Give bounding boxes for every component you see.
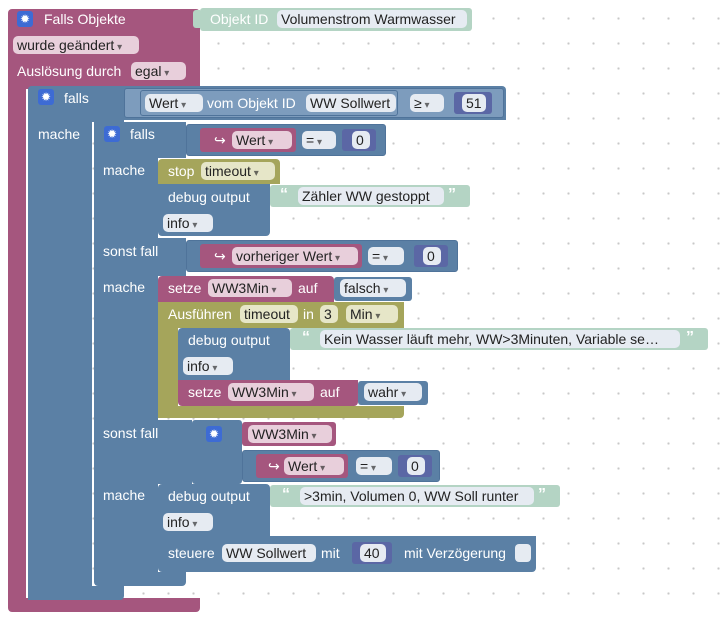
setze-label-1: setze xyxy=(168,280,202,296)
inner-row-sonst1 xyxy=(158,238,186,276)
delay-unit-dropdown[interactable]: Min xyxy=(346,305,398,323)
cond3b-number-field[interactable]: 0 xyxy=(407,457,425,475)
outer-operator-dropdown[interactable]: ≥ xyxy=(410,94,444,112)
set2-var-dropdown[interactable]: WW3Min xyxy=(228,383,314,401)
timeout-block-spine xyxy=(158,302,178,418)
cond1-arrow-icon: ↪ xyxy=(214,132,226,148)
cond2-number-field[interactable]: 0 xyxy=(423,247,441,265)
event-block-spine xyxy=(8,80,26,606)
cond2-op-dropdown[interactable]: = xyxy=(368,247,404,265)
object-id-label: Objekt ID xyxy=(210,11,269,27)
mit-verzogerung-label: mit Verzögerung xyxy=(404,545,506,561)
quote-close-icon: ” xyxy=(686,329,694,346)
inner-falls-label: falls xyxy=(130,126,155,142)
stop-label: stop xyxy=(168,163,195,179)
ausfuhren-label: Ausführen xyxy=(168,306,232,322)
gear-icon[interactable]: ✹ xyxy=(17,11,33,27)
debug2-label: debug output xyxy=(188,332,270,348)
cond2-var-dropdown[interactable]: vorheriger Wert xyxy=(232,247,358,265)
debug1-text[interactable]: Zähler WW gestoppt xyxy=(298,187,444,205)
outer-value-dropdown[interactable]: Wert xyxy=(145,94,203,112)
quote-close-icon: ” xyxy=(538,486,546,503)
cond3b-op-dropdown[interactable]: = xyxy=(356,457,392,475)
object-id-value[interactable]: Volumenstrom Warmwasser xyxy=(277,10,467,28)
cond3-var-dropdown[interactable]: WW3Min xyxy=(248,425,332,443)
setze-label-2: setze xyxy=(188,384,222,400)
quote-open-icon: “ xyxy=(282,486,290,503)
inner-row-sonst2 xyxy=(158,420,192,484)
mit-label: mit xyxy=(321,545,340,561)
cond2-arrow-icon: ↪ xyxy=(214,248,226,264)
debug2-level-dropdown[interactable]: info xyxy=(183,357,233,375)
debug1-label: debug output xyxy=(168,189,250,205)
mit-verzogerung-checkbox[interactable] xyxy=(515,544,531,562)
auf-label-2: auf xyxy=(320,384,340,400)
steuere-object-field[interactable]: WW Sollwert xyxy=(222,544,316,562)
timeout-name-field[interactable]: timeout xyxy=(240,305,298,323)
outer-mache-label: mache xyxy=(38,126,81,142)
object-id-connector xyxy=(193,10,200,28)
auf-label-1: auf xyxy=(298,280,318,296)
inner-if-spine xyxy=(94,122,158,582)
cond3-gear-icon[interactable]: ✹ xyxy=(206,426,222,442)
inner-sonst-falls-label-1: sonst falls xyxy=(103,243,166,259)
outer-if-spine xyxy=(28,120,92,600)
false-value-dropdown[interactable]: falsch xyxy=(340,279,406,297)
auslosung-label: Auslösung durch xyxy=(17,63,122,79)
stop-timeout-dropdown[interactable]: timeout xyxy=(201,162,275,180)
steuere-label: steuere xyxy=(168,545,215,561)
auslosung-dropdown[interactable]: egal xyxy=(131,62,186,80)
debug3-text[interactable]: >3min, Volumen 0, WW Soll runter xyxy=(300,487,534,505)
steuere-block[interactable] xyxy=(158,536,536,572)
cond1-var-dropdown[interactable]: Wert xyxy=(232,131,292,149)
debug1-level-dropdown[interactable]: info xyxy=(163,214,213,232)
outer-object-value[interactable]: WW Sollwert xyxy=(306,94,396,112)
trigger-dropdown[interactable]: wurde geändert xyxy=(13,36,139,54)
inner-sonst-falls-label-2: sonst falls xyxy=(103,425,166,441)
event-title: Falls Objekte xyxy=(44,11,126,27)
quote-open-icon: “ xyxy=(280,186,288,203)
vom-objekt-label: vom Objekt ID xyxy=(207,95,296,111)
event-block-bottom xyxy=(8,598,200,612)
set1-var-dropdown[interactable]: WW3Min xyxy=(208,279,292,297)
cond1-op-dropdown[interactable]: = xyxy=(302,131,336,149)
cond1-number-field[interactable]: 0 xyxy=(352,131,370,149)
inner-if-gear-icon[interactable]: ✹ xyxy=(104,126,120,142)
outer-if-bottom xyxy=(28,586,124,600)
cond3b-var-dropdown[interactable]: Wert xyxy=(284,457,344,475)
steuere-number-field[interactable]: 40 xyxy=(360,544,386,562)
outer-number-field[interactable]: 51 xyxy=(462,94,486,112)
cond3b-arrow-icon: ↪ xyxy=(268,458,280,474)
inner-if-bottom xyxy=(94,572,186,586)
true-value-dropdown[interactable]: wahr xyxy=(364,383,422,401)
in-label: in xyxy=(303,306,314,322)
outer-if-gear-icon[interactable]: ✹ xyxy=(38,89,54,105)
inner-mache-label-1: mache xyxy=(103,162,146,178)
inner-row-falls xyxy=(158,122,186,156)
inner-mache-label-2: mache xyxy=(103,279,146,295)
inner-mache-label-3: mache xyxy=(103,487,146,503)
delay-number-field[interactable]: 3 xyxy=(320,305,338,323)
timeout-block-bottom xyxy=(158,406,404,418)
outer-falls-label: falls xyxy=(64,90,89,106)
debug3-label: debug output xyxy=(168,488,250,504)
debug3-level-dropdown[interactable]: info xyxy=(163,513,213,531)
quote-open-icon: “ xyxy=(302,329,310,346)
quote-close-icon: ” xyxy=(448,186,456,203)
debug2-text[interactable]: Kein Wasser läuft mehr, WW>3Minuten, Var… xyxy=(320,330,680,348)
